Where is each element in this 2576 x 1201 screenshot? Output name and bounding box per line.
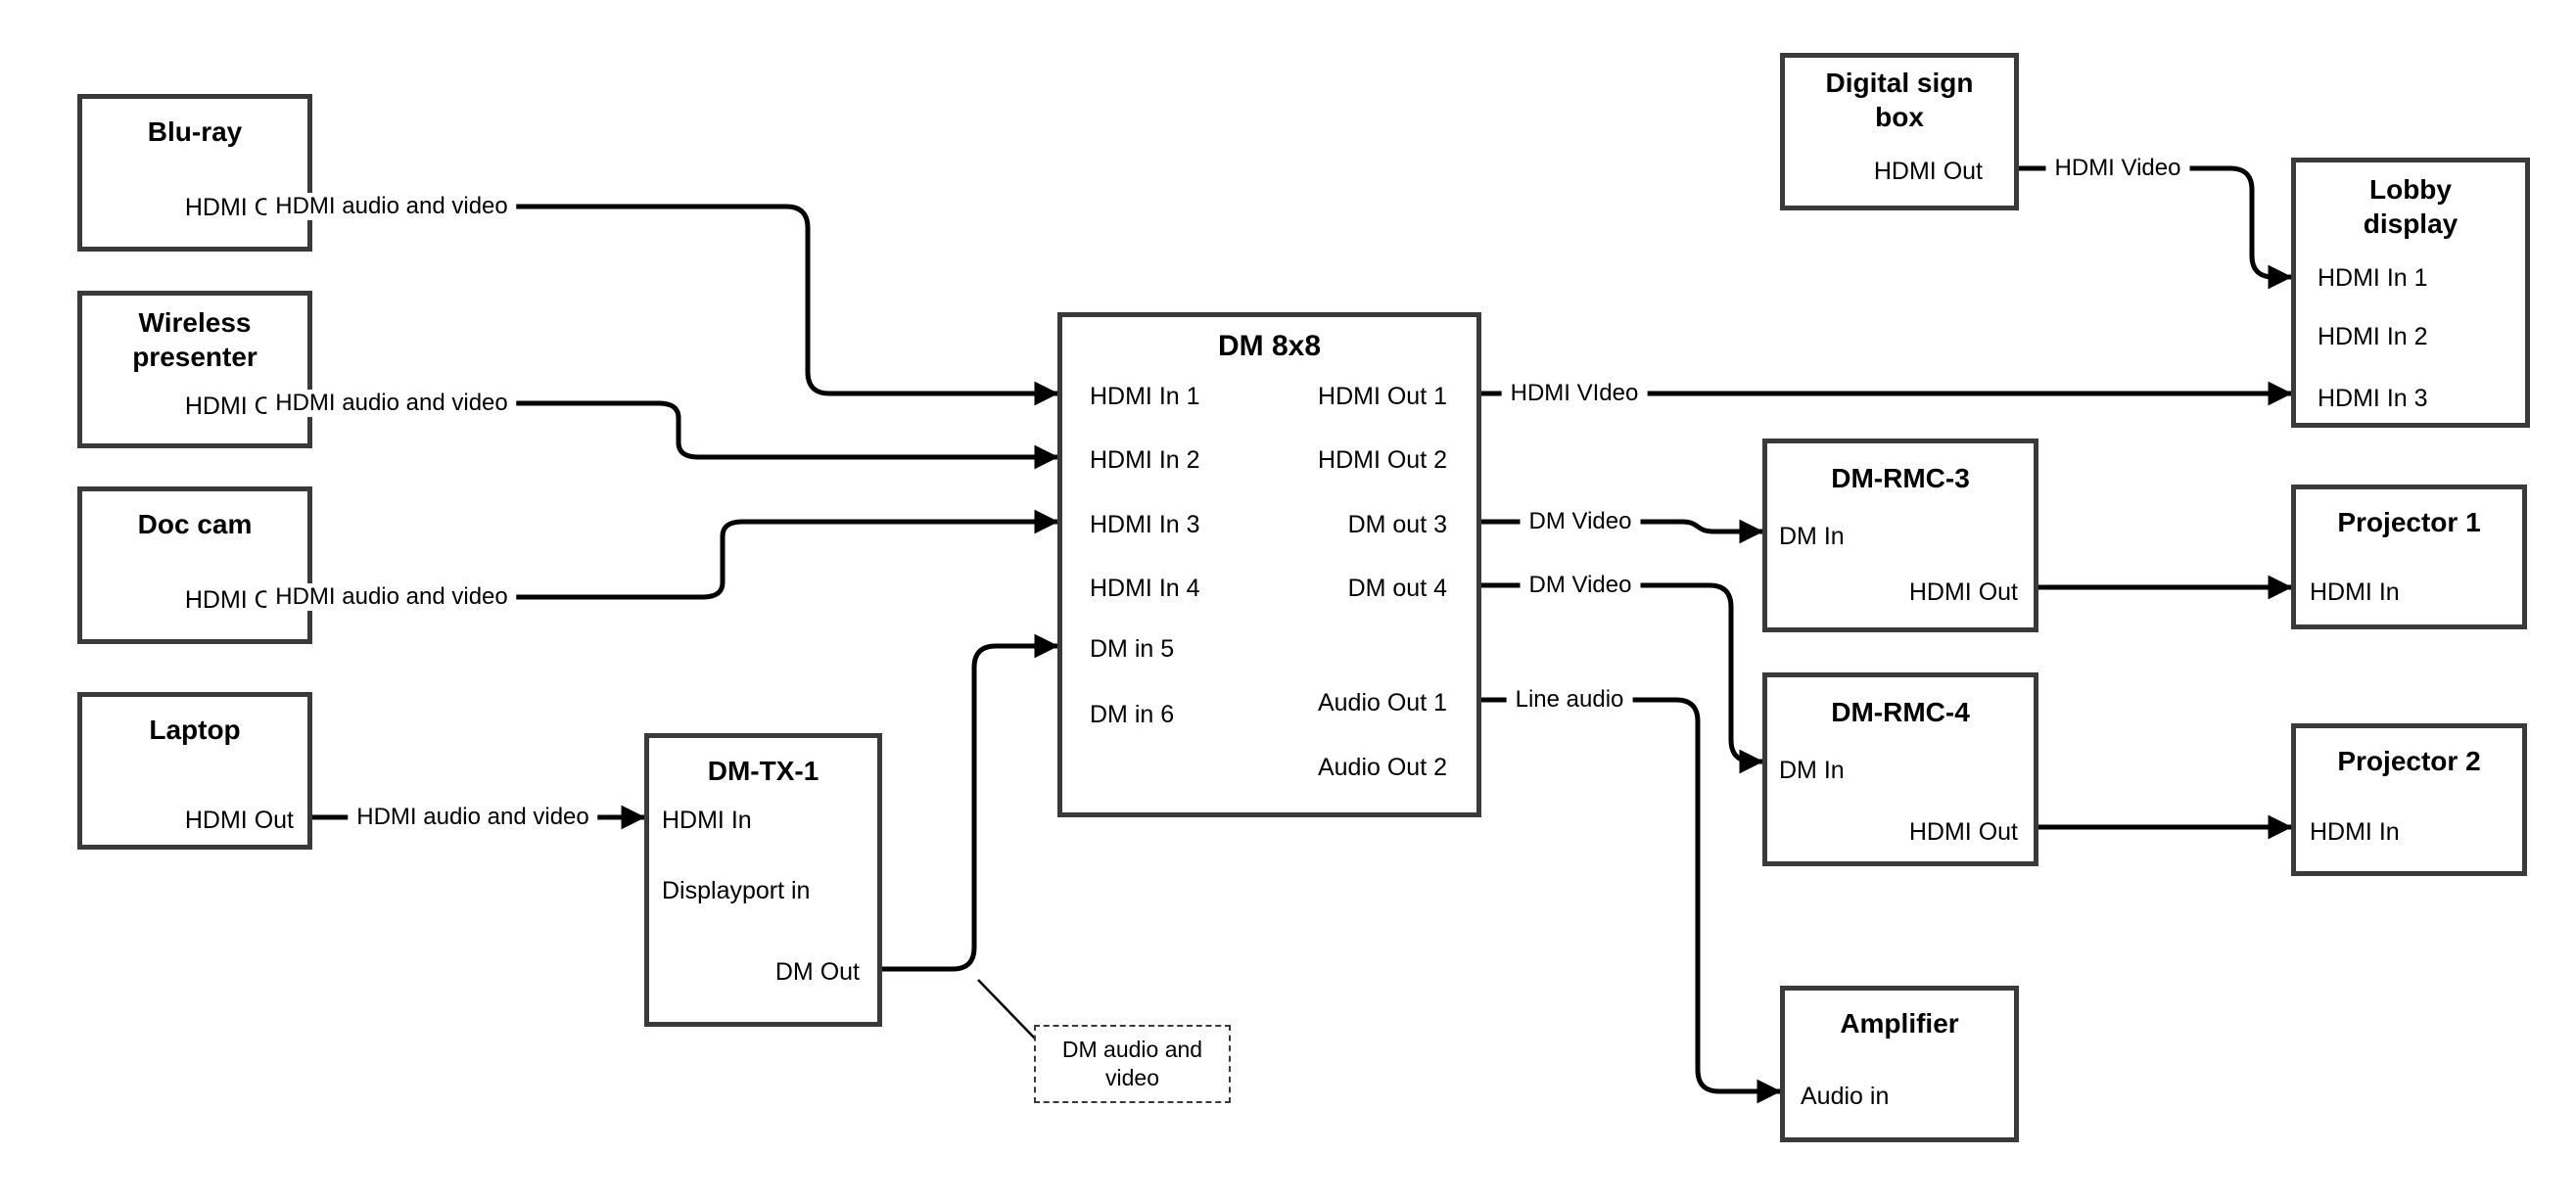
node-projector-1: Projector 1 HDMI In <box>2291 485 2527 629</box>
port-dm8x8-dm-in-6: DM in 6 <box>1090 701 1175 728</box>
port-dm8x8-hdmi-in-1: HDMI In 1 <box>1090 383 1200 410</box>
port-proj2-hdmi-in: HDMI In <box>2310 818 2400 846</box>
node-digital-sign-box: Digital sign box HDMI Out <box>1780 53 2019 210</box>
node-bluray: Blu-ray HDMI Out <box>77 94 312 252</box>
node-bluray-title: Blu-ray <box>147 116 243 147</box>
connection-label-dm-video-4: DM Video <box>1520 572 1641 599</box>
node-amplifier: Amplifier Audio in <box>1780 986 2019 1142</box>
port-dm8x8-dm-out-4: DM out 4 <box>1347 575 1447 602</box>
note-dm-audio-and-video-text: DM audio and video <box>1061 1037 1203 1090</box>
port-rmc4-dm-in: DM In <box>1779 757 1845 784</box>
port-lobby-hdmi-in-2: HDMI In 2 <box>2318 323 2428 350</box>
node-dm-8x8-title: DM 8x8 <box>1217 330 1322 362</box>
port-dm8x8-hdmi-out-2: HDMI Out 2 <box>1318 446 1447 474</box>
connector-dmtx1-to-dm8x8-in5 <box>882 633 1059 972</box>
port-lobby-hdmi-in-3: HDMI In 3 <box>2318 385 2428 412</box>
node-laptop-title: Laptop <box>149 715 241 745</box>
node-dm-8x8: DM 8x8 HDMI In 1 HDMI In 2 HDMI In 3 HDM… <box>1057 312 1481 817</box>
port-proj1-hdmi-in: HDMI In <box>2310 578 2400 606</box>
port-lobby-hdmi-in-1: HDMI In 1 <box>2318 264 2428 292</box>
connector-digitalsign-to-lobby-in1 <box>2019 165 2293 290</box>
connection-label-bluray: HDMI audio and video <box>266 193 517 220</box>
connector-wireless-to-dm8x8-in2 <box>312 400 1059 470</box>
port-dm8x8-audio-out-1: Audio Out 1 <box>1317 689 1447 716</box>
note-dm-audio-and-video: DM audio and video <box>1034 1025 1231 1103</box>
connection-label-dm-video-3: DM Video <box>1520 508 1641 535</box>
port-dm8x8-hdmi-in-2: HDMI In 2 <box>1090 446 1200 474</box>
node-dm-tx-1-title: DM-TX-1 <box>707 756 820 786</box>
connection-label-line-audio: Line audio <box>1506 686 1633 714</box>
port-dm8x8-audio-out-2: Audio Out 2 <box>1317 754 1447 781</box>
port-dmtx1-displayport-in: Displayport in <box>662 877 811 904</box>
node-projector-2: Projector 2 HDMI In <box>2291 723 2527 876</box>
node-doc-cam-title: Doc cam <box>137 509 253 539</box>
connection-label-doccam: HDMI audio and video <box>266 583 517 611</box>
node-dm-rmc-4: DM-RMC-4 DM In HDMI Out <box>1762 672 2038 866</box>
connector-bluray-to-dm8x8-in1 <box>312 204 1059 406</box>
node-laptop: Laptop HDMI Out <box>77 692 312 850</box>
port-dm8x8-dm-out-3: DM out 3 <box>1347 511 1447 538</box>
connection-label-hdmi-video-sign: HDMI Video <box>2045 155 2190 182</box>
node-dm-tx-1: DM-TX-1 HDMI In Displayport in DM Out <box>644 733 882 1027</box>
node-wireless-presenter: Wireless presenter HDMI Out <box>77 291 312 448</box>
node-wireless-presenter-title: Wireless presenter <box>132 307 258 372</box>
node-lobby-display-title: Lobby display <box>2363 174 2459 239</box>
port-amplifier-audio-in: Audio in <box>1801 1083 1890 1110</box>
connector-dm8x8-audio1-to-amplifier <box>1481 697 1782 1104</box>
node-dm-rmc-4-title: DM-RMC-4 <box>1831 697 1970 727</box>
connector-dm8x8-out4-to-rmc4 <box>1481 582 1764 774</box>
connector-dm8x8-out3-to-rmc3 <box>1481 519 1764 544</box>
node-lobby-display: Lobby display HDMI In 1 HDMI In 2 HDMI I… <box>2291 158 2530 428</box>
node-digital-sign-box-title: Digital sign box <box>1825 68 1974 132</box>
node-amplifier-title: Amplifier <box>1840 1008 1959 1039</box>
note-leader-line <box>977 979 1037 1040</box>
port-dm8x8-hdmi-in-3: HDMI In 3 <box>1090 511 1200 538</box>
node-doc-cam: Doc cam HDMI Out <box>77 486 312 644</box>
port-rmc3-hdmi-out: HDMI Out <box>1908 578 2018 606</box>
port-dm8x8-hdmi-out-1: HDMI Out 1 <box>1318 383 1447 410</box>
port-rmc4-hdmi-out: HDMI Out <box>1908 818 2018 846</box>
port-dm8x8-hdmi-in-4: HDMI In 4 <box>1090 575 1200 602</box>
connection-label-wireless: HDMI audio and video <box>266 390 517 417</box>
connection-label-hdmi-video-out1: HDMI VIdeo <box>1501 380 1648 407</box>
node-dm-rmc-3: DM-RMC-3 DM In HDMI Out <box>1762 439 2038 632</box>
port-digitalsign-hdmi-out: HDMI Out <box>1873 158 1983 185</box>
node-projector-1-title: Projector 1 <box>2337 507 2481 537</box>
connection-label-laptop: HDMI audio and video <box>348 804 598 831</box>
port-dm8x8-dm-in-5: DM in 5 <box>1090 635 1175 663</box>
connector-doccam-to-dm8x8-in3 <box>312 509 1059 600</box>
port-dmtx1-hdmi-in: HDMI In <box>662 807 752 834</box>
node-projector-2-title: Projector 2 <box>2337 746 2481 776</box>
port-dmtx1-dm-out: DM Out <box>774 958 860 986</box>
node-dm-rmc-3-title: DM-RMC-3 <box>1831 463 1970 493</box>
port-rmc3-dm-in: DM In <box>1779 523 1845 550</box>
port-laptop-hdmi-out: HDMI Out <box>184 807 294 834</box>
